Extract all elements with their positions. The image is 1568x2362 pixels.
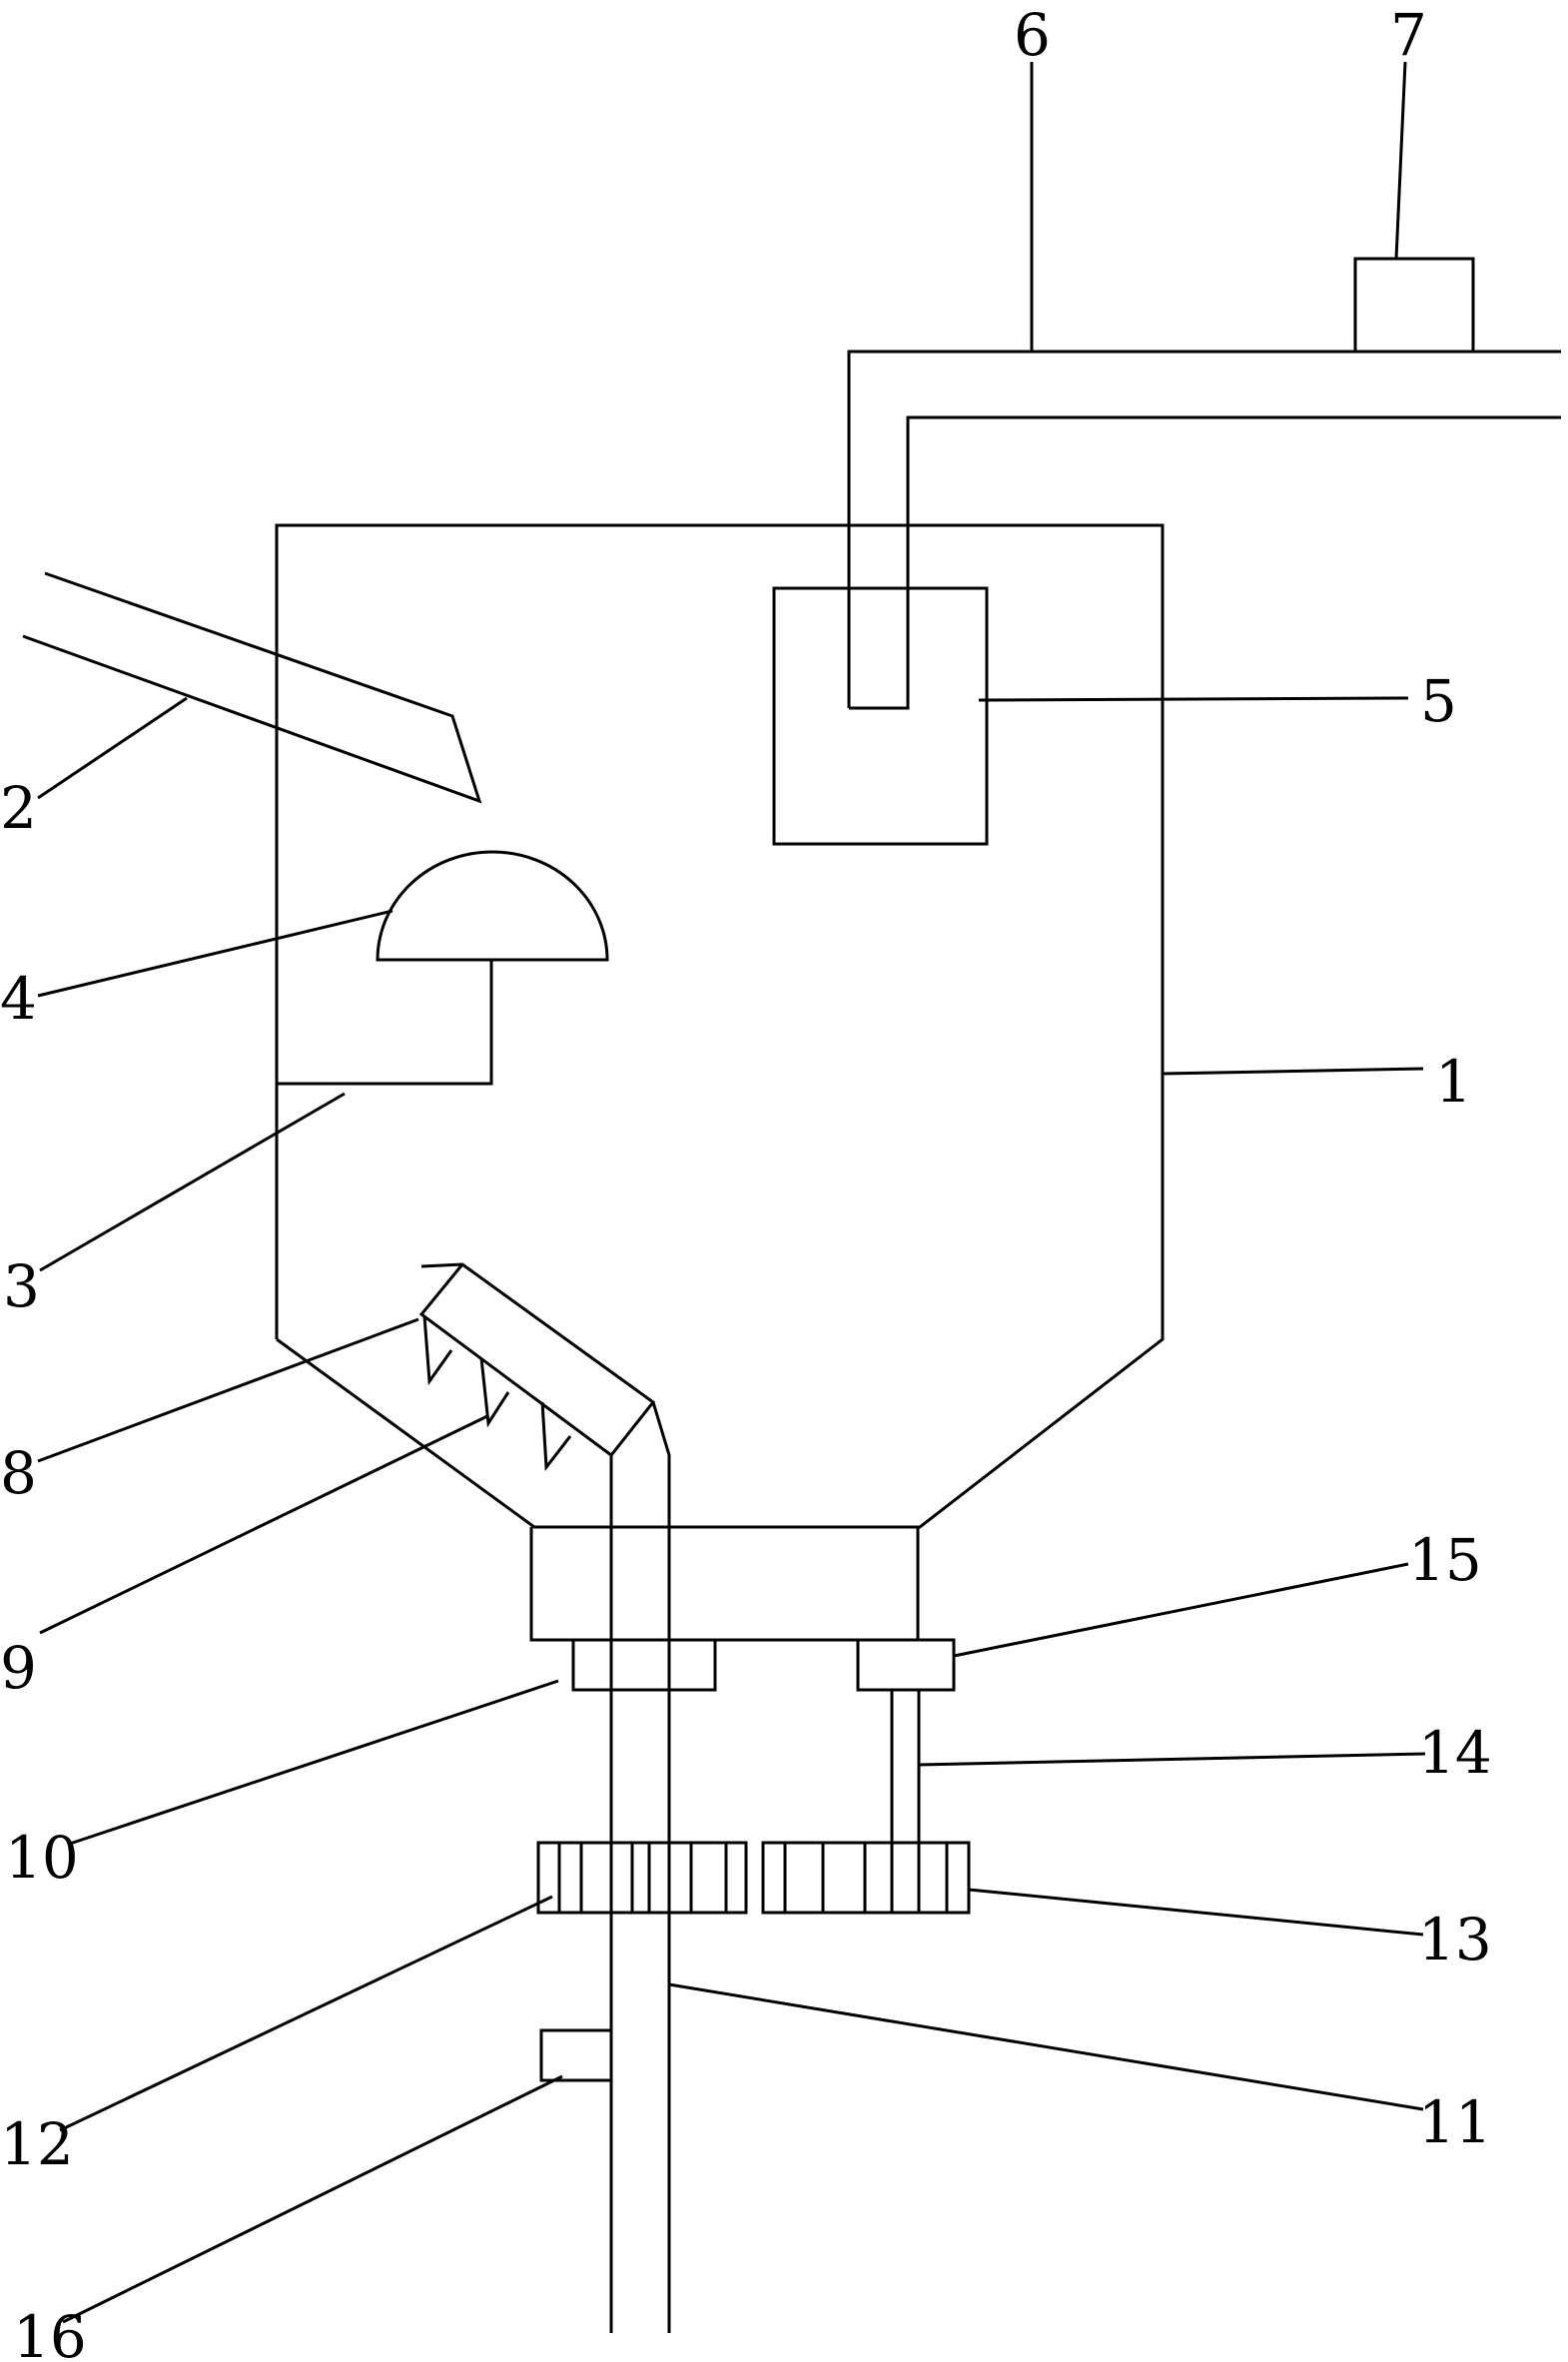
leader-11: [668, 1982, 1424, 2111]
leader-2: [37, 696, 188, 800]
leader-lines: [37, 61, 1426, 2324]
label-4: 4: [0, 965, 37, 1033]
label-9: 9: [0, 1634, 37, 1702]
label-8: 8: [0, 1439, 37, 1507]
leader-9: [39, 1414, 488, 1635]
sensor-block: [539, 2028, 613, 2082]
exhaust-pipe: [847, 350, 1561, 710]
leader-5: [978, 696, 1409, 702]
leader-13: [968, 1888, 1424, 1937]
motor-shaft: [890, 1690, 921, 1843]
leader-16: [62, 2074, 563, 2324]
label-2: 2: [0, 774, 37, 842]
feed-chute: [22, 571, 482, 804]
label-1: 1: [1435, 1048, 1472, 1116]
label-15: 15: [1408, 1526, 1482, 1594]
driven-gear: [536, 1841, 748, 1915]
leader-1: [1162, 1067, 1424, 1076]
label-7: 7: [1390, 1, 1427, 69]
label-10: 10: [5, 1824, 79, 1892]
motor: [856, 1638, 956, 1692]
fan-unit: [1353, 257, 1475, 352]
drive-gear: [761, 1841, 971, 1915]
label-5: 5: [1420, 667, 1457, 735]
label-6: 6: [1014, 1, 1051, 69]
leader-12: [59, 1895, 553, 2132]
bearing-seat: [571, 1640, 717, 1692]
leader-14: [918, 1752, 1426, 1767]
discharge-housing: [529, 1527, 920, 1642]
label-14: 14: [1418, 1719, 1492, 1787]
filter-box: [772, 586, 989, 846]
tank-body: [275, 523, 1165, 1529]
leader-3: [39, 1092, 346, 1272]
stirring-teeth: [422, 1315, 572, 1472]
vertical-shaft: [609, 1401, 671, 2333]
label-16: 16: [13, 2303, 87, 2362]
label-11: 11: [1418, 2088, 1492, 2156]
part-labels: 1 2 3 4 5 6 7 8 9 10 11 12 13 14 15 16: [0, 1, 1492, 2362]
leader-4: [37, 909, 393, 998]
stirring-arm: [418, 1262, 656, 1458]
label-13: 13: [1418, 1906, 1492, 1973]
leader-8: [37, 1317, 419, 1463]
dome-deflector: [376, 850, 609, 962]
leader-15: [953, 1562, 1409, 1658]
label-3: 3: [3, 1252, 40, 1320]
dome-support-bracket: [277, 960, 493, 1086]
leader-10: [69, 1679, 559, 1846]
label-12: 12: [0, 2110, 74, 2178]
leader-7: [1394, 61, 1407, 260]
